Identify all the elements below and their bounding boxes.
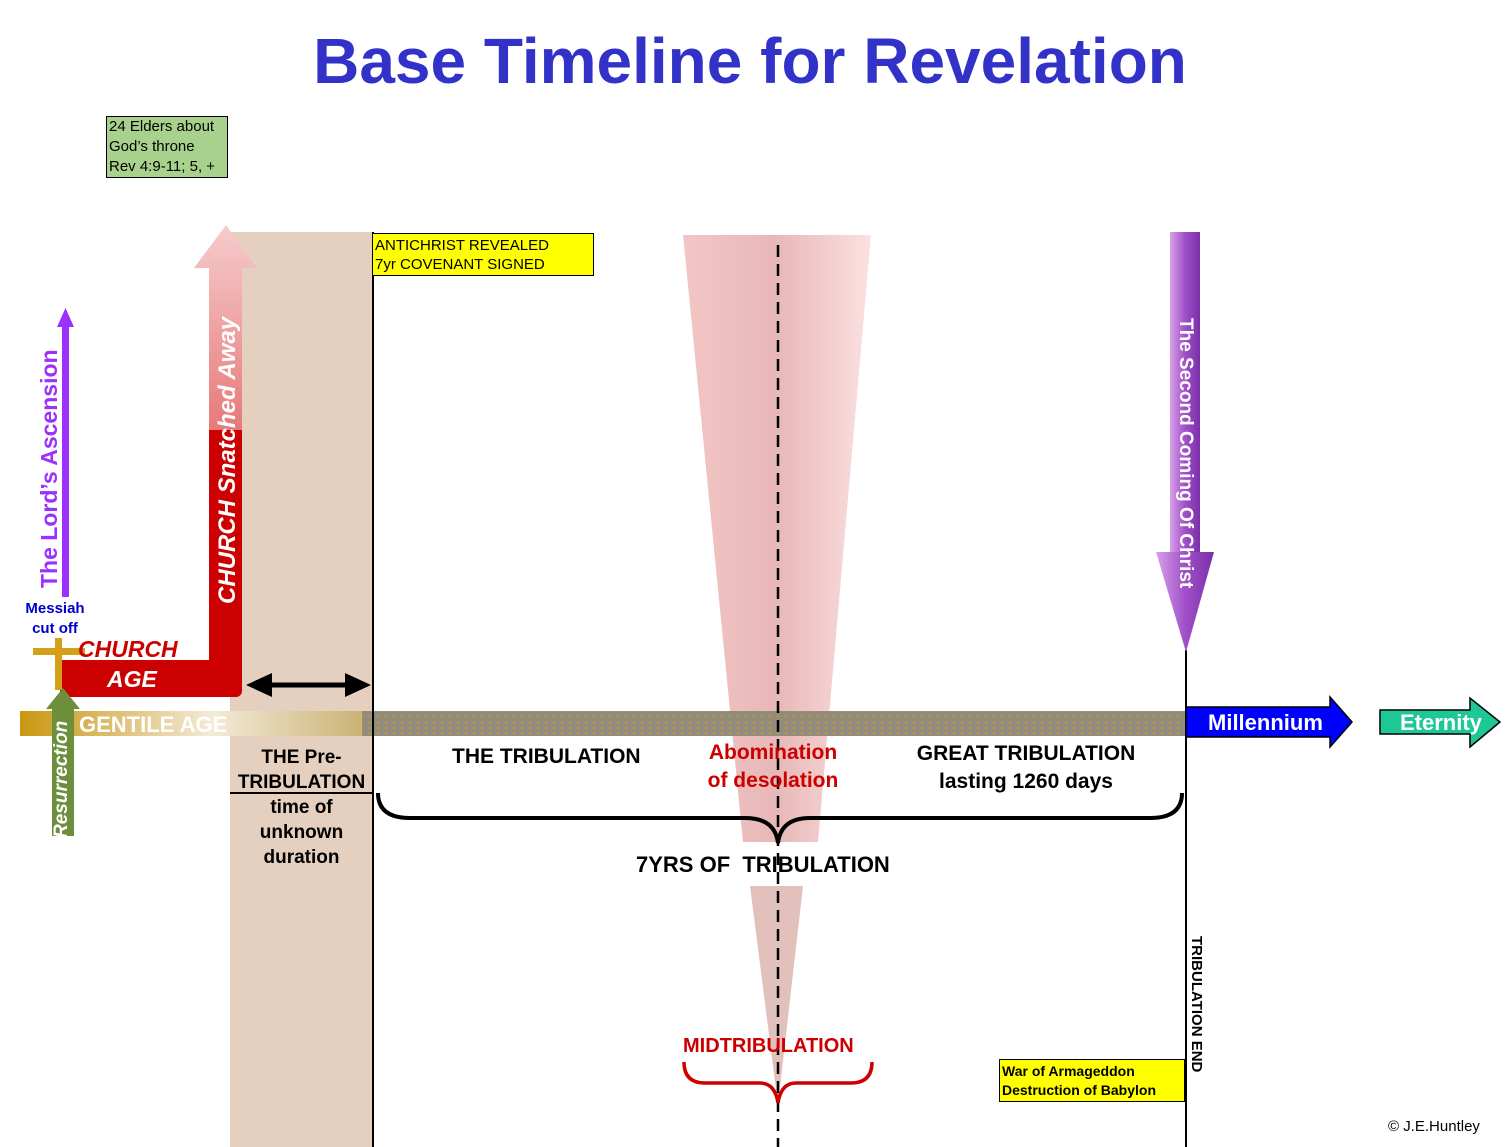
- church-age-line1: CHURCH: [78, 636, 178, 662]
- eternity-arrow: [1379, 696, 1502, 749]
- pre-trib-line5: duration: [263, 847, 340, 868]
- ascension-arrow: [62, 325, 69, 597]
- resurrection-label: Resurrection: [51, 720, 72, 838]
- tribulation-bar: [362, 711, 1186, 736]
- antichrist-line1: ANTICHRIST REVEALED: [375, 237, 549, 254]
- resurrection-arrow: [52, 708, 74, 836]
- copyright-label: © J.E.Huntley: [1388, 1118, 1480, 1135]
- church-snatched-label: CHURCH Snatched Away: [214, 316, 241, 604]
- elders-line1: 24 Elders about: [109, 118, 215, 135]
- pre-trib-line2: TRIBULATION: [237, 772, 366, 793]
- abomination-label: Abomination of desolation: [684, 739, 862, 795]
- pre-trib-line3: time of: [270, 797, 333, 818]
- elders-line2: God’s throne: [109, 138, 195, 155]
- millennium-label: Millennium: [1208, 710, 1323, 735]
- seven-years-label: 7YRS OF TRIBULATION: [636, 852, 890, 877]
- abomination-funnel-bottom: [750, 886, 803, 1105]
- midtribulation-label: MIDTRIBULATION: [683, 1035, 854, 1057]
- cross-icon: [55, 638, 62, 690]
- antichrist-box: ANTICHRIST REVEALED 7yr COVENANT SIGNED: [372, 233, 594, 276]
- great-trib-line1: GREAT TRIBULATION: [916, 742, 1136, 765]
- millennium-arrow: [1185, 695, 1353, 749]
- messiah-line2: cut off: [32, 620, 78, 637]
- seven-years-brace: [376, 792, 1184, 844]
- gentile-age-label: GENTILE AGE: [79, 712, 228, 737]
- abomination-line2: of desolation: [707, 769, 839, 792]
- great-tribulation-label: GREAT TRIBULATION lasting 1260 days: [896, 740, 1156, 796]
- tribulation-label: THE TRIBULATION: [452, 745, 641, 768]
- eternity-label: Eternity: [1400, 710, 1482, 735]
- page-title: Base Timeline for Revelation: [313, 25, 1187, 97]
- elders-line3: Rev 4:9-11; 5, +: [109, 158, 216, 175]
- midtrib-brace: [682, 1061, 874, 1104]
- antichrist-line2: 7yr COVENANT SIGNED: [375, 256, 545, 273]
- elders-box: 24 Elders about God’s throne Rev 4:9-11;…: [106, 116, 228, 178]
- ascension-label: The Lord’s Ascension: [36, 349, 62, 588]
- messiah-line1: Messiah: [25, 600, 85, 617]
- great-trib-line2: lasting 1260 days: [939, 770, 1113, 793]
- messiah-label: Messiah cut off: [15, 599, 95, 639]
- second-coming-label: The Second Coming Of Christ: [1175, 318, 1196, 589]
- gentile-age-bar: [20, 711, 370, 736]
- armageddon-line1: War of Armageddon: [1002, 1063, 1135, 1079]
- armageddon-box: War of Armageddon Destruction of Babylon: [999, 1059, 1185, 1102]
- pre-trib-line4: unknown: [259, 822, 344, 843]
- armageddon-line2: Destruction of Babylon: [1002, 1082, 1157, 1098]
- second-coming-arrow: [1170, 232, 1200, 554]
- pre-trib-label: THE Pre- TRIBULATION time of unknown dur…: [230, 745, 373, 870]
- tribulation-end-label: TRIBULATION END: [1188, 936, 1205, 1073]
- church-age-line2: AGE: [107, 666, 157, 692]
- abomination-line1: Abomination: [708, 741, 838, 764]
- pre-trib-line1: THE Pre-: [261, 747, 342, 768]
